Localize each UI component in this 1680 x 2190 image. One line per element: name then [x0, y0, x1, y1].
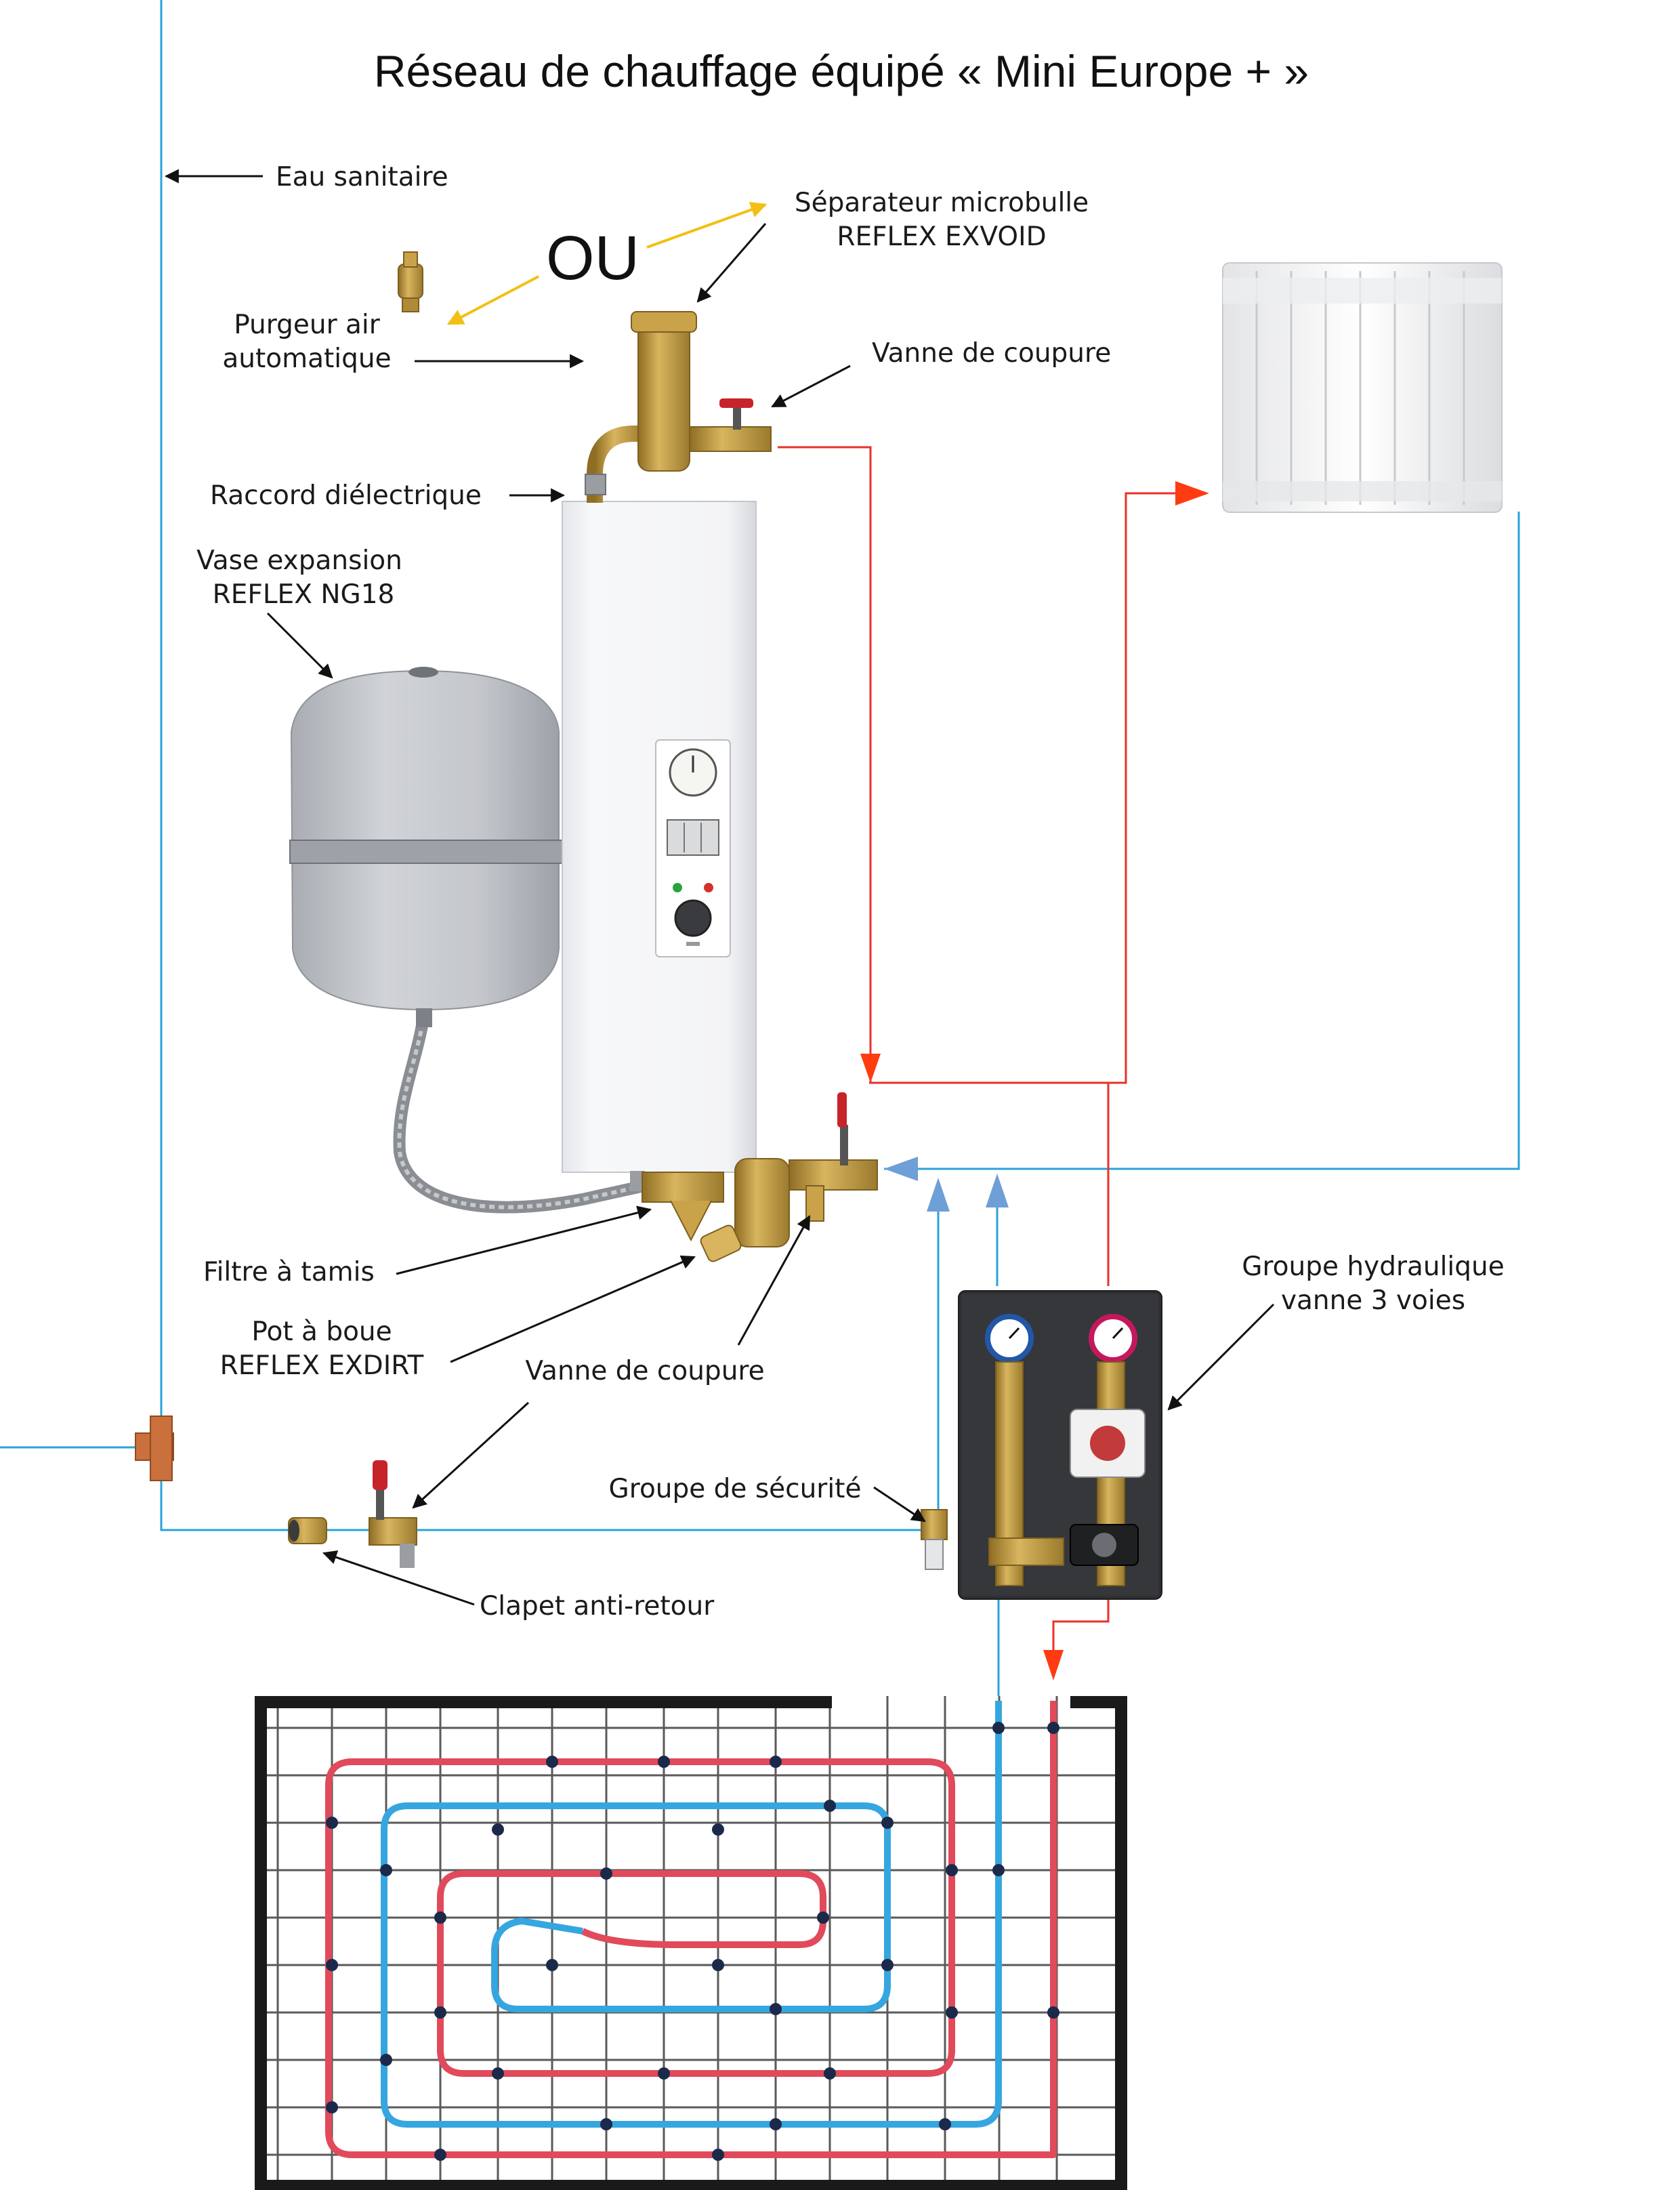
label-vase-2: REFLEX NG18 [213, 579, 395, 610]
strainer-filter [642, 1172, 724, 1203]
arrow-vanne-bas-1 [737, 1215, 811, 1346]
or-arrows [446, 202, 768, 325]
label-ou: OU [546, 224, 639, 293]
arrow-groupe-hydr [1167, 1303, 1275, 1411]
arrow-vanne-bas-2 [412, 1401, 530, 1509]
sanitary-fittings [135, 1416, 948, 1570]
automatic-air-vent [398, 251, 423, 312]
arrow-ou-right [646, 202, 768, 249]
arrow-separateur [696, 223, 767, 303]
dirt-separator-pot [734, 1158, 790, 1247]
radiator-flow-pipe [869, 492, 1199, 1084]
blue-arrow-up-left [927, 1178, 950, 1212]
arrow-ou-left [446, 275, 539, 325]
label-vanne-bas: Vanne de coupure [525, 1356, 764, 1386]
flow-arrows [860, 481, 1209, 1680]
radiator [1222, 262, 1503, 513]
expansion-vessel [289, 667, 656, 1214]
cold-water-pipes [0, 0, 1520, 1738]
lower-valve-handle [837, 1092, 847, 1128]
floor-loop-hot-outer [325, 1701, 1057, 2158]
top-valve-handle [719, 398, 753, 408]
arrow-filtre [396, 1205, 652, 1275]
label-separateur-1: Séparateur microbulle [795, 188, 1089, 218]
page-title: Réseau de chauffage équipé « Mini Europe… [374, 46, 1309, 96]
red-arrow-right-radiator [1175, 481, 1209, 505]
label-vanne-haut: Vanne de coupure [872, 338, 1111, 369]
callout-arrows [164, 169, 1275, 1606]
sanitary-valve-body [369, 1517, 417, 1546]
boiler-thermostat-knob [674, 899, 712, 937]
boiler-indicator-red [704, 883, 713, 892]
blue-arrow-up-mid [986, 1174, 1009, 1207]
safety-group [921, 1509, 948, 1540]
red-arrow-down-boiler [860, 1054, 881, 1083]
arrow-clapet [322, 1550, 475, 1606]
microbubble-separator [637, 321, 690, 472]
arrow-groupe-secu [873, 1486, 926, 1523]
floor-frame [255, 1696, 1127, 2190]
dielectric-fitting [587, 426, 644, 503]
bottom-fittings [630, 1092, 878, 1262]
label-pot-1: Pot à boue [251, 1317, 392, 1347]
sanitary-supply-pipe [160, 0, 942, 1531]
label-groupe-hydr-2: vanne 3 voies [1281, 1285, 1465, 1316]
electric-boiler [562, 501, 757, 1173]
arrow-pot [450, 1255, 696, 1363]
label-purgeur-2: automatique [222, 344, 391, 374]
label-separateur-2: REFLEX EXVOID [837, 222, 1046, 252]
arrow-vanne-haut [771, 365, 851, 408]
top-fittings [585, 311, 772, 503]
label-eau-sanitaire: Eau sanitaire [276, 162, 448, 192]
floor-loop-cold-outer [381, 1701, 1002, 2128]
underfloor-heating [255, 1696, 1127, 2190]
radiator-icon [1255, 271, 1465, 505]
hot-water-pipes [778, 446, 1199, 1674]
boiler-flow-pipe [778, 446, 872, 1083]
blue-arrow-left-return [884, 1157, 918, 1181]
label-clapet: Clapet anti-retour [480, 1591, 715, 1621]
boiler-breakers [667, 819, 719, 856]
pipe-clips [326, 1722, 1059, 2161]
label-filtre: Filtre à tamis [203, 1257, 375, 1287]
label-vase-1: Vase expansion [196, 545, 402, 576]
label-groupe-secu: Groupe de sécurité [609, 1474, 862, 1504]
floor-loops [325, 1701, 1057, 2158]
label-groupe-hydr-1: Groupe hydraulique [1242, 1252, 1504, 1282]
label-pot-2: REFLEX EXDIRT [220, 1350, 424, 1381]
sanitary-valve-handle [373, 1460, 387, 1490]
labels: Eau sanitaire Séparateur microbulle REFL… [196, 162, 1505, 1621]
radiator-return-pipe [884, 512, 1520, 1170]
arrow-vase [266, 612, 333, 679]
boiler-indicator-green [673, 883, 682, 892]
lower-valve-stem [840, 1125, 848, 1165]
label-purgeur-1: Purgeur air [234, 310, 381, 340]
floor-flow-pipe [1052, 1596, 1110, 1674]
label-raccord: Raccord diélectrique [210, 480, 482, 511]
red-arrow-down-floor [1043, 1650, 1064, 1680]
pump-group [958, 1290, 1162, 1600]
